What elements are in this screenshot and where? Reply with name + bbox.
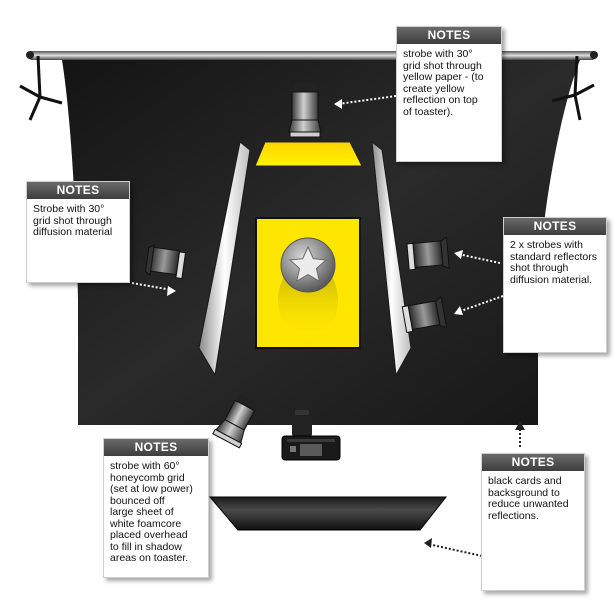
arrow-bottom-right-left	[427, 543, 483, 557]
note-bottom-left-title: NOTES	[104, 439, 208, 456]
note-bottom-right-text: black cards and backsground to reduce un…	[488, 475, 569, 522]
arrowhead-bottom-right-left	[424, 538, 432, 548]
note-top-title: NOTES	[397, 27, 501, 44]
arrow-bottom-left	[211, 455, 233, 476]
strobe-right-upper	[406, 236, 450, 271]
arrow-left	[131, 282, 173, 291]
camera-icon	[281, 410, 341, 461]
foamcore-sheet	[208, 496, 448, 531]
note-right: NOTES 2 x strobes with standard reflecto…	[503, 217, 607, 353]
yellow-paper	[254, 141, 363, 167]
rod-end-right	[590, 51, 598, 59]
note-left-title: NOTES	[27, 182, 129, 199]
note-bottom-left: NOTES strobe with 60° honeycomb grid (se…	[103, 438, 209, 578]
stand-left	[19, 55, 63, 121]
note-bottom-right: NOTES black cards and backsground to red…	[481, 453, 585, 591]
backdrop-rod	[28, 51, 596, 60]
note-right-title: NOTES	[504, 218, 606, 235]
arrow-right-upper	[457, 253, 501, 264]
stand-right	[551, 55, 595, 121]
star-icon	[288, 245, 328, 282]
note-left: NOTES Strobe with 30° grid shot through …	[26, 181, 130, 283]
diffusion-panel-left	[198, 141, 251, 377]
arrowhead-right-upper	[454, 250, 463, 259]
arrowhead-top	[334, 99, 342, 109]
arrowhead-bottom-right-up	[515, 421, 525, 430]
note-top-text: strobe with 30° grid shot through yellow…	[403, 48, 484, 118]
arrowhead-right-lower	[454, 306, 463, 315]
strobe-bottom-left	[212, 394, 257, 449]
strobe-left	[144, 244, 187, 280]
note-bottom-left-text: strobe with 60° honeycomb grid (set at l…	[110, 460, 193, 564]
note-top: NOTES strobe with 30° grid shot through …	[396, 26, 502, 162]
note-right-text: 2 x strobes with standard reflectors sho…	[510, 239, 597, 286]
arrow-top	[337, 95, 397, 105]
note-bottom-right-title: NOTES	[482, 454, 584, 471]
arrowhead-left	[167, 286, 176, 296]
strobe-top	[288, 82, 322, 138]
strobe-right-lower	[401, 296, 448, 334]
diffusion-panel-right	[371, 140, 412, 377]
rod-end-left	[26, 51, 34, 59]
arrowhead-bottom-left	[225, 452, 235, 462]
note-left-text: Strobe with 30° grid shot through diffus…	[33, 203, 113, 238]
